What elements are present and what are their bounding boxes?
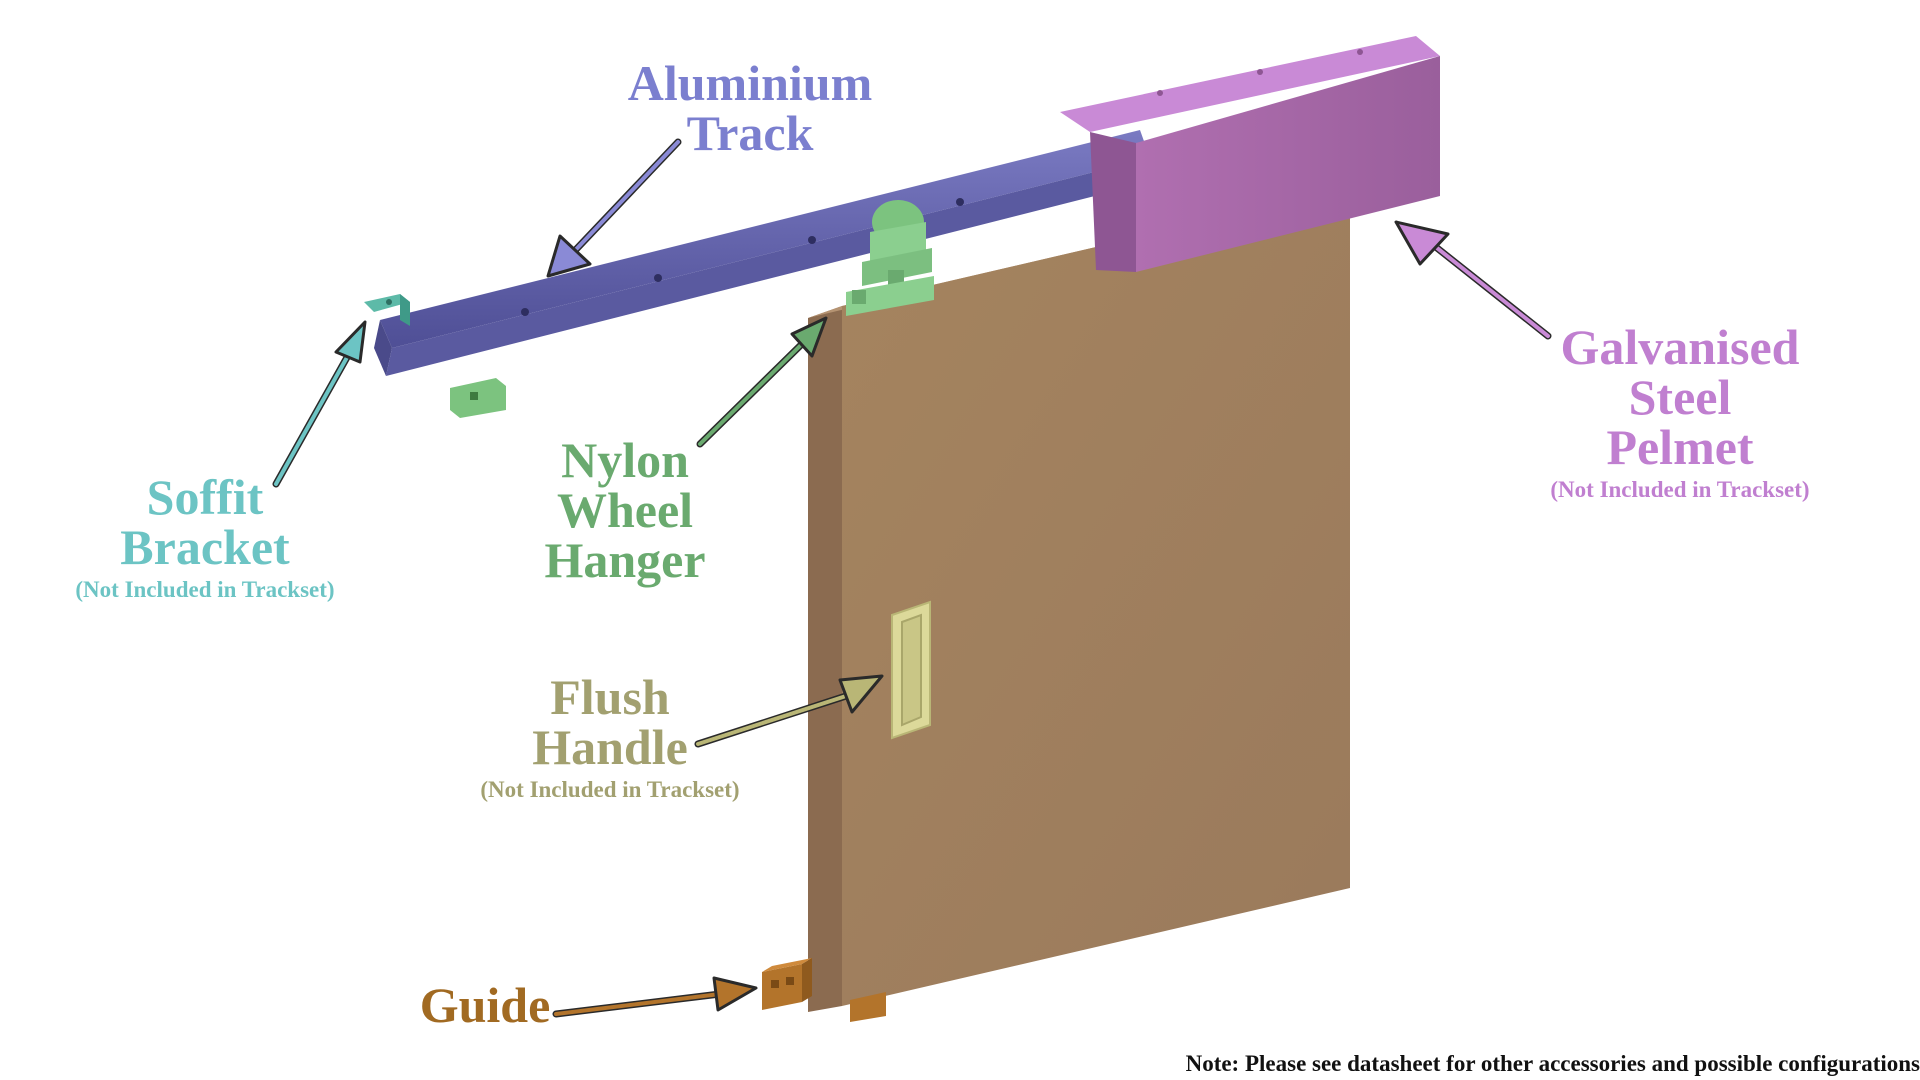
guide-arrow [552,976,758,1018]
label-flush-line-1: Flush [550,669,670,725]
label-flush-line-2: Handle [532,719,688,775]
flush-arrow [694,674,884,748]
label-soffit-note: (Not Included in Trackset) [75,577,335,602]
label-wheel-hanger: Nylon Wheel Hanger [505,435,745,585]
steel-pelmet [1060,36,1440,272]
hanger-arrow [696,316,828,448]
label-guide-line-1: Guide [419,977,551,1033]
door-face [842,188,1350,1006]
label-steel-pelmet: Galvanised Steel Pelmet (Not Included in… [1495,322,1865,501]
label-flush-note: (Not Included in Trackset) [480,777,740,802]
soffit-bracket [364,294,410,326]
footer-note: Note: Please see datasheet for other acc… [1185,1051,1920,1076]
arrows [272,138,1552,1018]
label-hanger-line-3: Hanger [544,532,706,588]
pelmet-arrow [1394,220,1552,340]
label-pelmet-line-2: Steel [1628,369,1732,425]
loose-bracket [450,378,506,418]
label-soffit-bracket: Soffit Bracket (Not Included in Trackset… [40,472,370,601]
label-track-line-1: Aluminium [627,55,873,111]
label-hanger-line-1: Nylon [561,432,689,488]
label-track-line-2: Track [686,105,814,161]
label-pelmet-line-3: Pelmet [1606,419,1754,475]
label-soffit-line-2: Bracket [120,519,290,575]
label-hanger-line-2: Wheel [556,482,694,538]
soffit-arrow [272,320,367,488]
door-edge [808,306,842,1012]
floor-guide [762,958,886,1022]
door [808,188,1350,1012]
label-aluminium-track: Aluminium Track [600,58,900,158]
label-guide: Guide [400,980,570,1030]
flush-handle [891,600,931,740]
label-pelmet-line-1: Galvanised [1560,319,1800,375]
aluminium-track [374,130,1150,376]
track-arrow [546,138,682,278]
wheel-hanger [846,200,934,316]
label-pelmet-note: (Not Included in Trackset) [1550,477,1810,502]
label-soffit-line-1: Soffit [146,469,264,525]
label-flush-handle: Flush Handle (Not Included in Trackset) [465,672,755,801]
